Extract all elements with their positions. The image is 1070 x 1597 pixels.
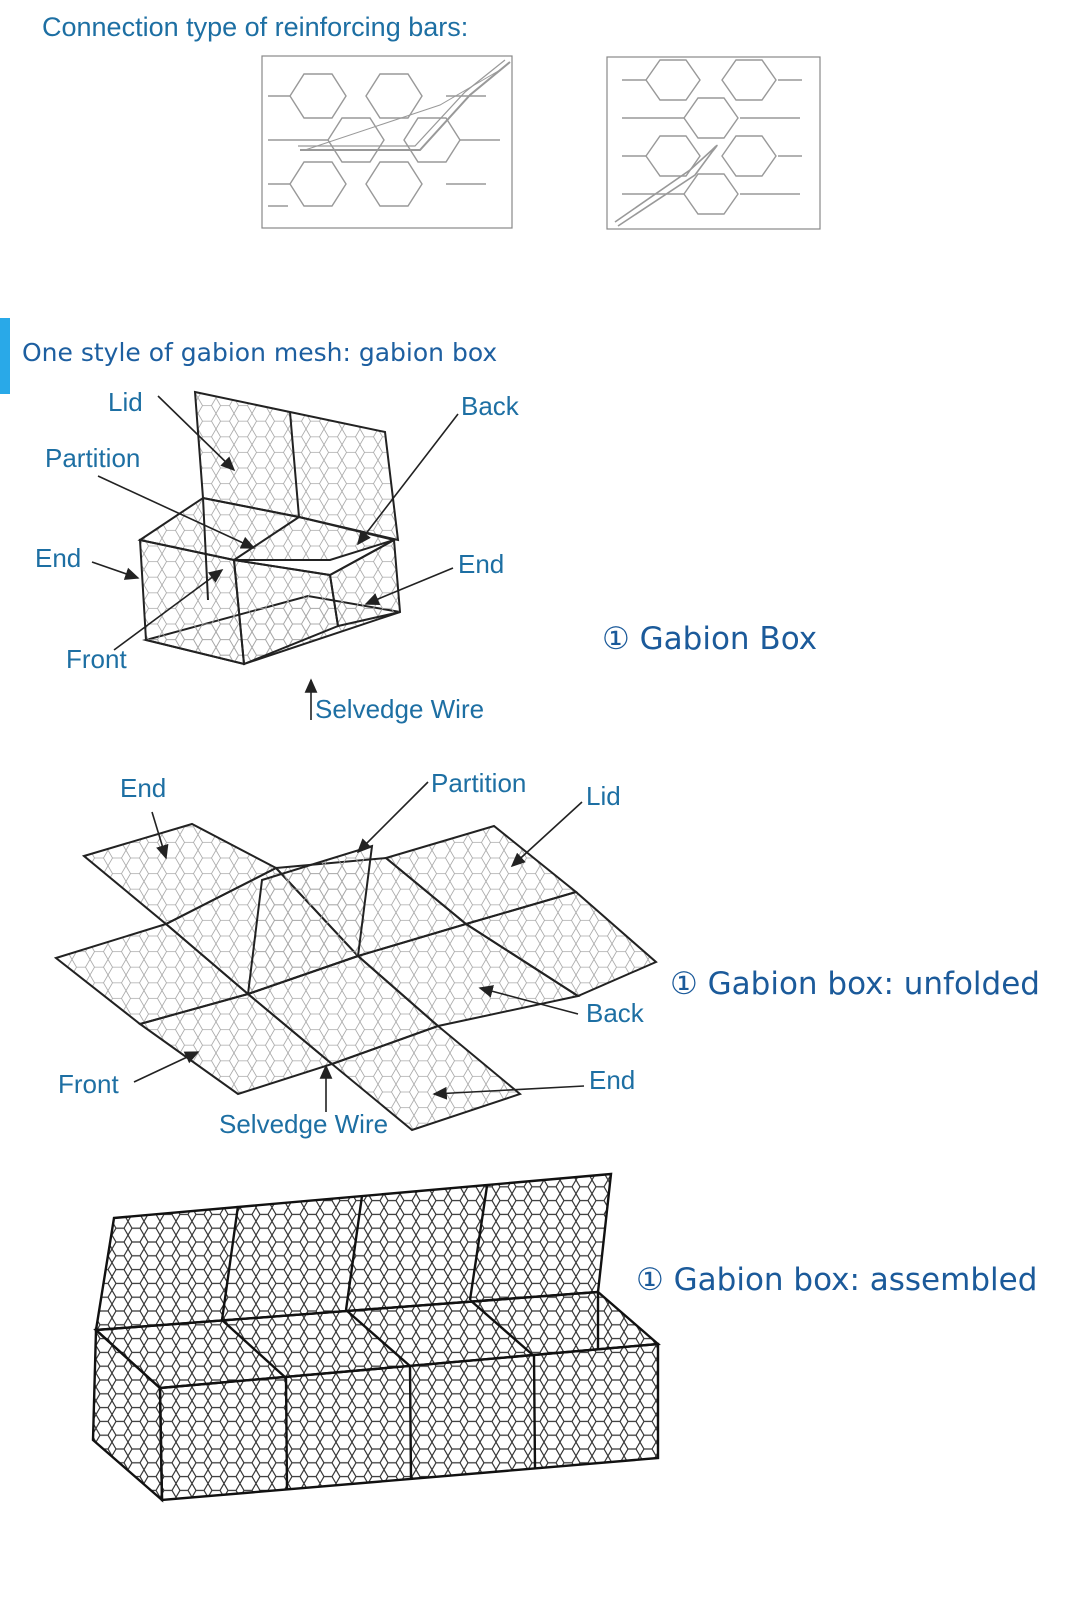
section1-title: Connection type of reinforcing bars: — [42, 12, 469, 42]
label-lid: Lid — [108, 387, 143, 417]
label-unfolded-lid: Lid — [586, 781, 621, 811]
caption-gabion-box: ① Gabion Box — [602, 621, 818, 657]
label-end-left: End — [35, 543, 82, 573]
gabion-unfolded-diagram — [53, 781, 658, 1132]
label-unfolded-end-bottom: End — [589, 1065, 636, 1095]
section-accent-bar — [0, 318, 10, 394]
label-end-right: End — [458, 549, 505, 579]
label-partition: Partition — [45, 443, 141, 473]
label-unfolded-partition: Partition — [431, 768, 527, 798]
label-unfolded-end-top: End — [120, 773, 167, 803]
section2-title: One style of gabion mesh: gabion box — [22, 338, 498, 367]
label-selvedge-wire: Selvedge Wire — [315, 694, 485, 724]
label-front: Front — [66, 644, 127, 674]
label-unfolded-front: Front — [58, 1069, 119, 1099]
reinforcing-bar-diagram-left — [261, 55, 821, 230]
label-unfolded-back: Back — [586, 998, 644, 1028]
caption-gabion-unfolded: ① Gabion box: unfolded — [670, 966, 1040, 1002]
gabion-box-diagram — [91, 390, 459, 720]
label-back: Back — [461, 391, 519, 421]
caption-gabion-assembled: ① Gabion box: assembled — [636, 1262, 1038, 1298]
gabion-assembled-diagram — [91, 1172, 661, 1503]
label-unfolded-selvedge-wire: Selvedge Wire — [219, 1109, 389, 1139]
